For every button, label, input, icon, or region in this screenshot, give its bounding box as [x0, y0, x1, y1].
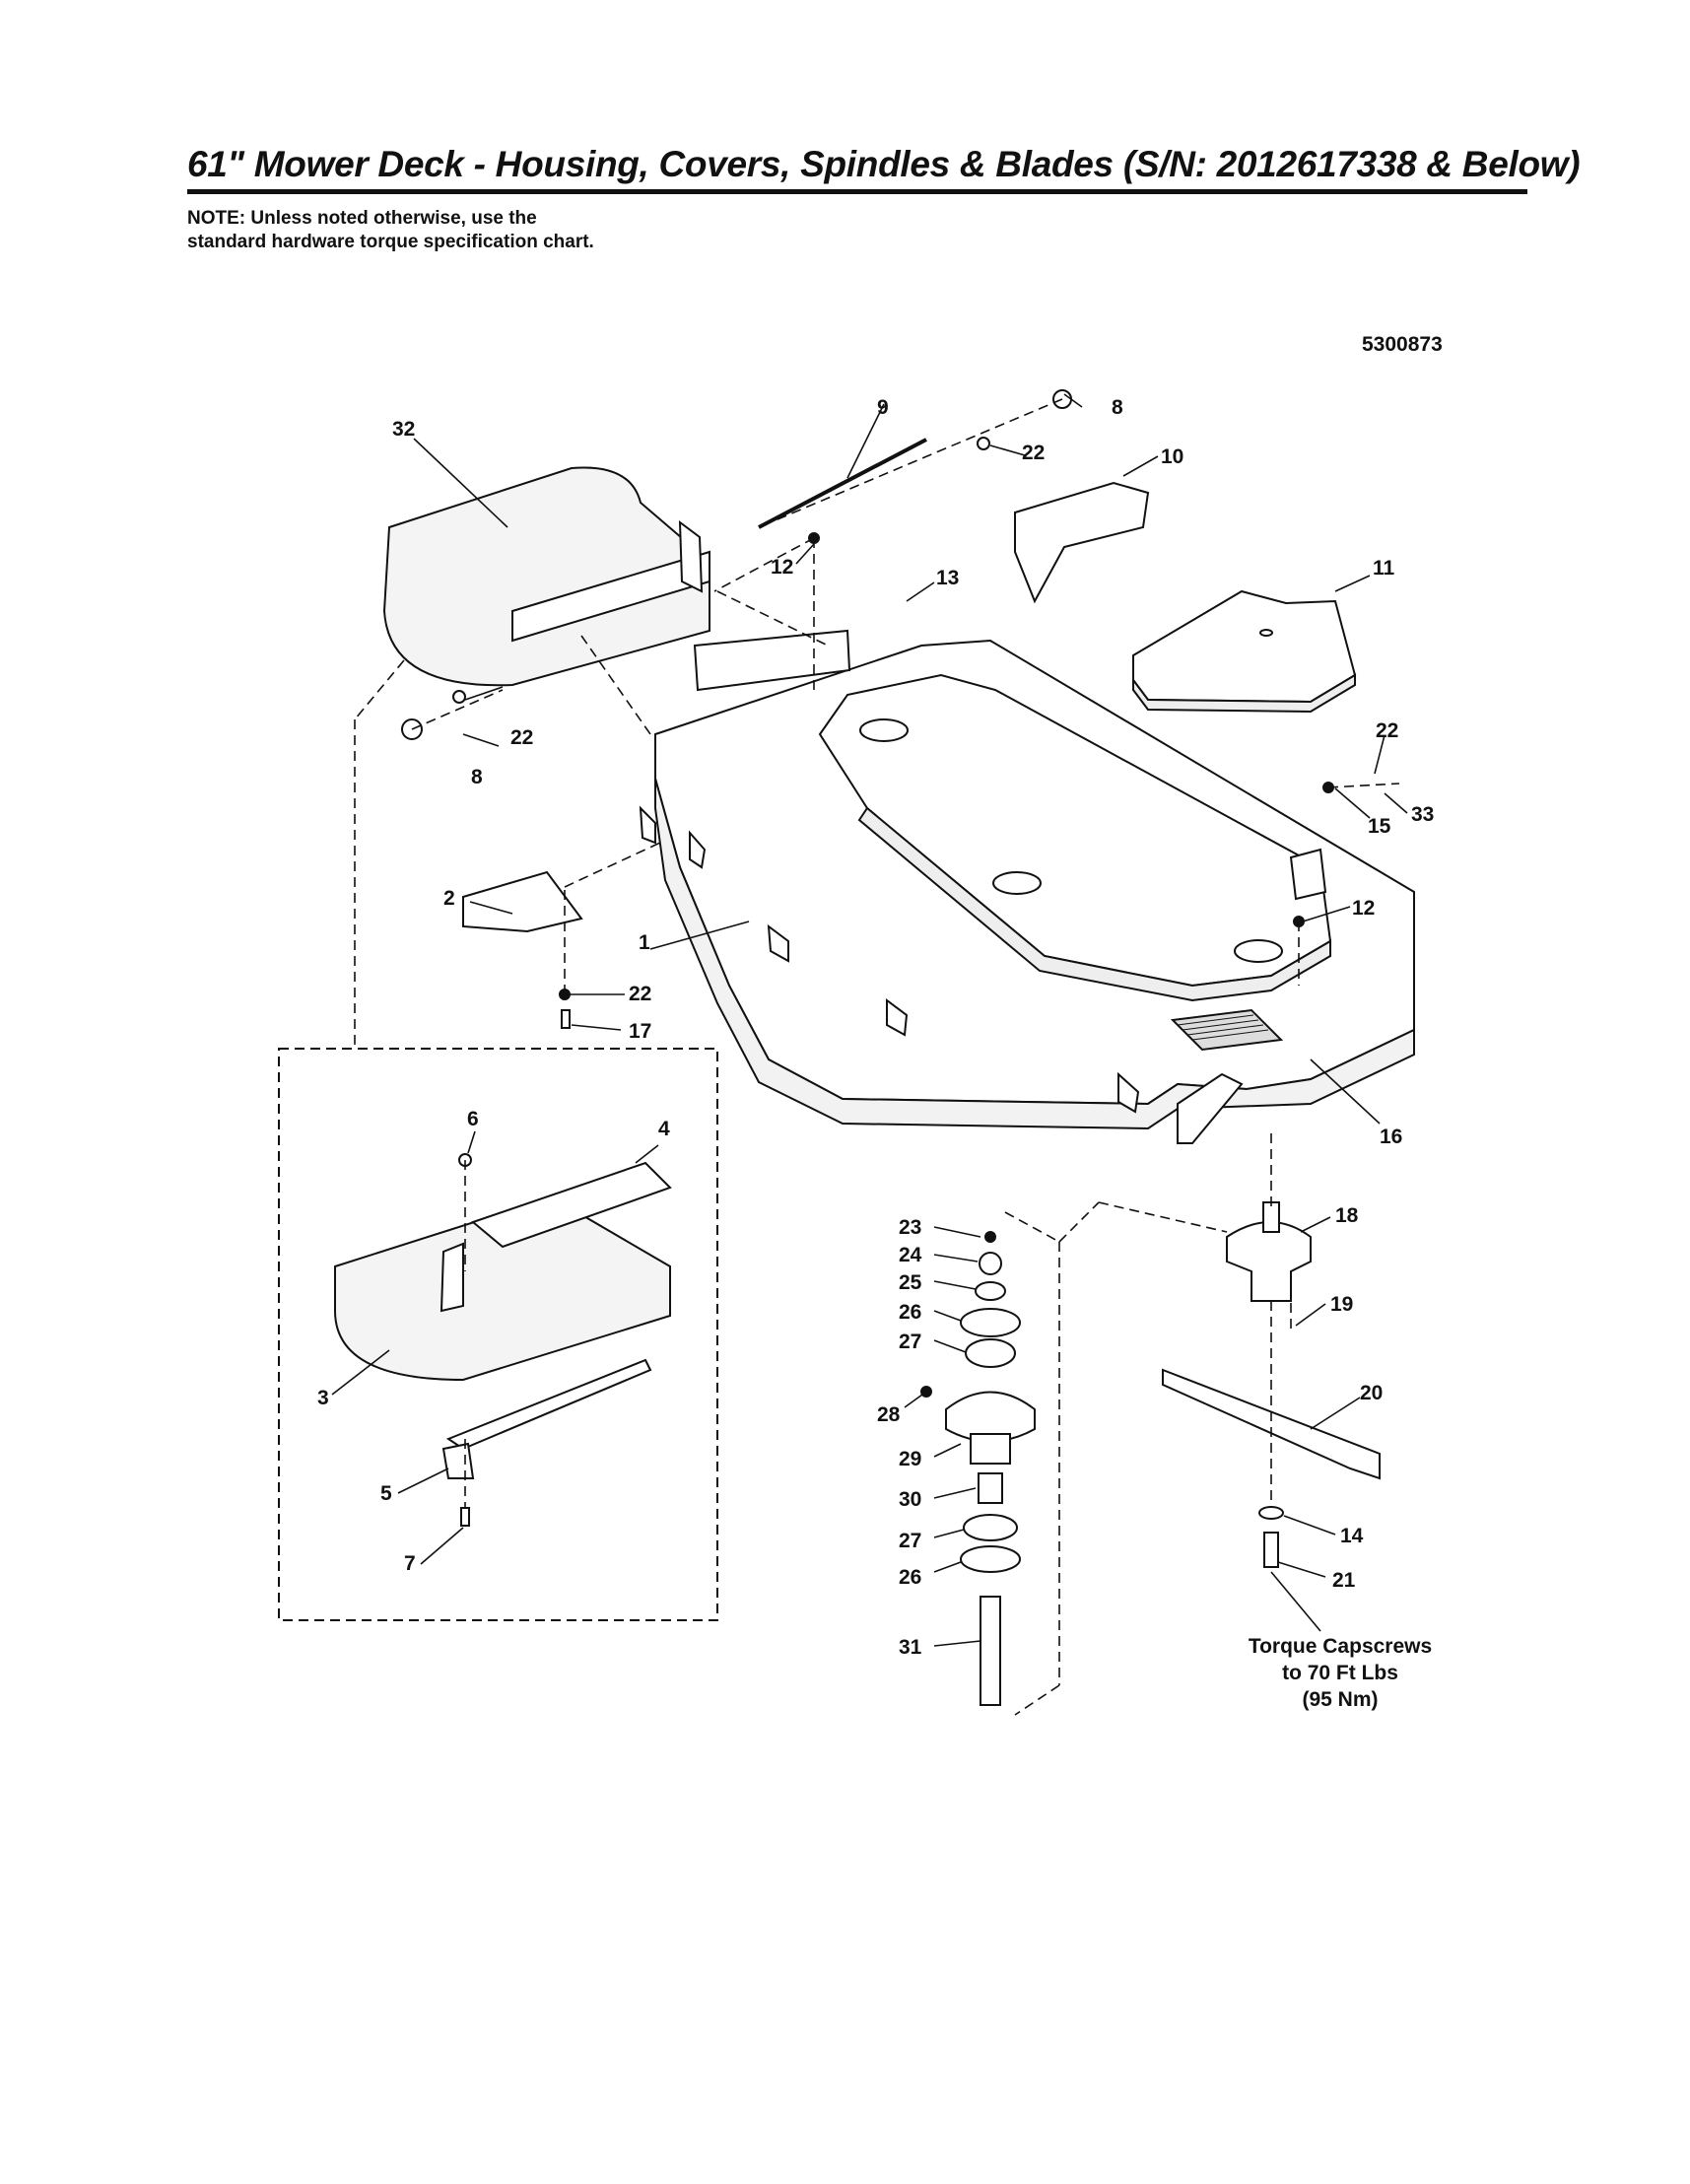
callout-25: 25	[899, 1271, 922, 1294]
blade-20	[1162, 1368, 1381, 1480]
callout-1: 1	[639, 931, 650, 954]
callout-3: 3	[317, 1387, 329, 1409]
washer-22-top	[977, 437, 990, 450]
capscrew-21	[1263, 1532, 1279, 1568]
screw-7	[460, 1507, 470, 1527]
bracket-2	[462, 870, 583, 933]
callout-8-top: 8	[1112, 396, 1123, 419]
torque-line-2: to 70 Ft Lbs	[1282, 1662, 1398, 1684]
callout-22-lower: 22	[629, 983, 651, 1005]
callout-21: 21	[1332, 1569, 1356, 1592]
callout-12-right: 12	[1352, 897, 1375, 920]
washer-22-left	[452, 690, 466, 704]
assembly-lines	[354, 398, 1400, 1716]
leader-lines	[331, 393, 1408, 1647]
callout-32: 32	[392, 418, 415, 441]
part-number: 5300873	[1362, 333, 1443, 356]
spindle-stack	[920, 1231, 1036, 1706]
callout-11: 11	[1373, 557, 1395, 580]
callout-17: 17	[629, 1020, 651, 1043]
page-title: 61" Mower Deck - Housing, Covers, Spindl…	[187, 144, 1581, 184]
callout-24: 24	[899, 1244, 922, 1266]
callout-5: 5	[380, 1482, 392, 1505]
callout-27-lower: 27	[899, 1530, 921, 1552]
callout-15: 15	[1368, 815, 1391, 838]
torque-note-text: NOTE: Unless noted otherwise, use the st…	[187, 208, 594, 252]
callout-23: 23	[899, 1216, 921, 1239]
title-rule	[187, 189, 1527, 194]
callout-26-upper: 26	[899, 1301, 921, 1324]
alternate-chute-assembly	[334, 1161, 672, 1479]
callout-10: 10	[1161, 445, 1183, 468]
callout-8-left: 8	[471, 766, 483, 788]
callout-20: 20	[1360, 1382, 1383, 1404]
inset-box	[278, 1048, 718, 1621]
callout-9: 9	[877, 396, 889, 419]
screw-17	[561, 1009, 571, 1029]
callout-14: 14	[1340, 1525, 1364, 1547]
callout-labels: 1 2 3 4 5 6 7 8 8 9 10 11 12 12 13 14 15…	[317, 333, 1443, 1711]
callout-29: 29	[899, 1448, 921, 1470]
callout-22-left: 22	[510, 726, 533, 749]
cover-plate-11	[1132, 589, 1357, 714]
callout-12-top: 12	[771, 556, 793, 579]
deck-housing	[639, 629, 1415, 1144]
cover-10	[1014, 481, 1150, 604]
discharge-chute-assembly	[382, 466, 710, 687]
callout-2: 2	[443, 887, 455, 910]
torque-line-3: (95 Nm)	[1302, 1688, 1378, 1711]
callout-22-right: 22	[1376, 719, 1398, 742]
callout-30: 30	[899, 1488, 921, 1511]
torque-line-1: Torque Capscrews	[1249, 1635, 1432, 1658]
washer-14	[1258, 1506, 1284, 1520]
callout-33: 33	[1411, 803, 1434, 826]
callout-18: 18	[1335, 1204, 1359, 1227]
callout-6: 6	[467, 1108, 479, 1130]
callout-22-top: 22	[1022, 442, 1045, 464]
callout-28: 28	[877, 1403, 901, 1426]
callout-27-upper: 27	[899, 1331, 921, 1353]
callout-13: 13	[936, 567, 959, 589]
callout-31: 31	[899, 1636, 922, 1659]
callout-4: 4	[658, 1118, 670, 1140]
callout-19: 19	[1330, 1293, 1353, 1316]
callout-16: 16	[1380, 1126, 1402, 1148]
callout-26-lower: 26	[899, 1566, 921, 1589]
spindle-18	[1226, 1201, 1312, 1302]
rod-9	[758, 438, 927, 529]
callout-7: 7	[404, 1552, 416, 1575]
